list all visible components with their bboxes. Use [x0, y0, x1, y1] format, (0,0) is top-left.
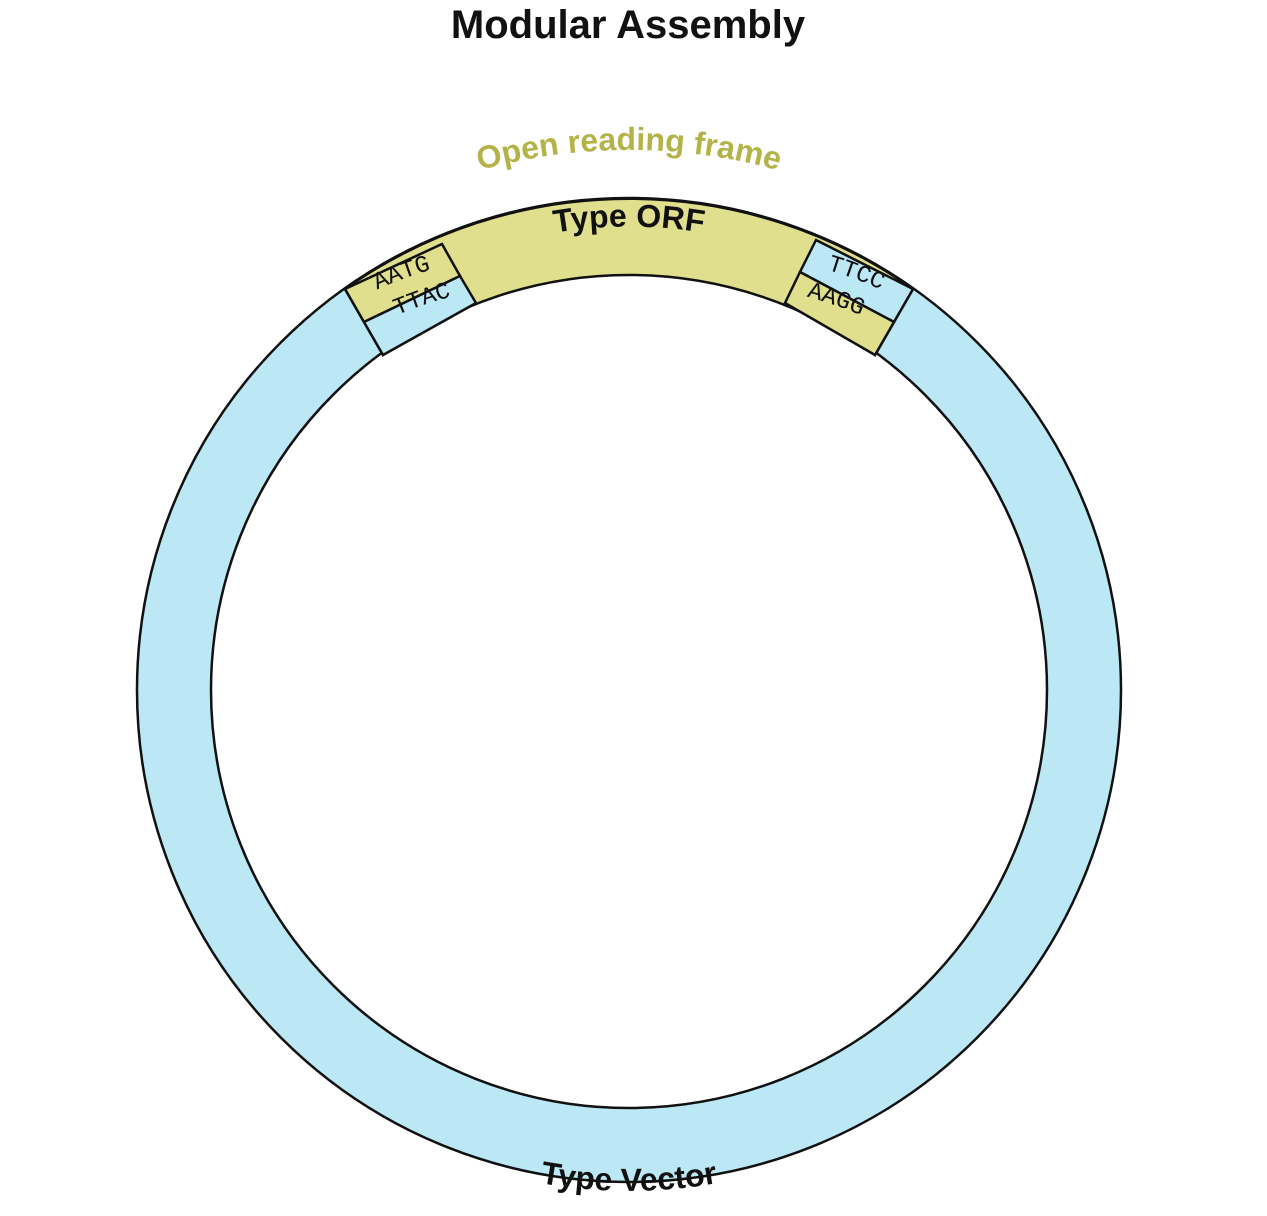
vector-ring	[135, 196, 1123, 1184]
orf-caption-label: Open reading frame	[473, 121, 786, 177]
overhang-left-bottom	[362, 274, 478, 357]
diagram-title: Modular Assembly	[451, 3, 806, 47]
orf-caption-text: Open reading frame	[473, 121, 786, 177]
orf-label-text: Type ORF	[551, 198, 708, 240]
overhang-right-bottom	[783, 270, 896, 357]
orf-label: Type ORF	[551, 198, 708, 240]
